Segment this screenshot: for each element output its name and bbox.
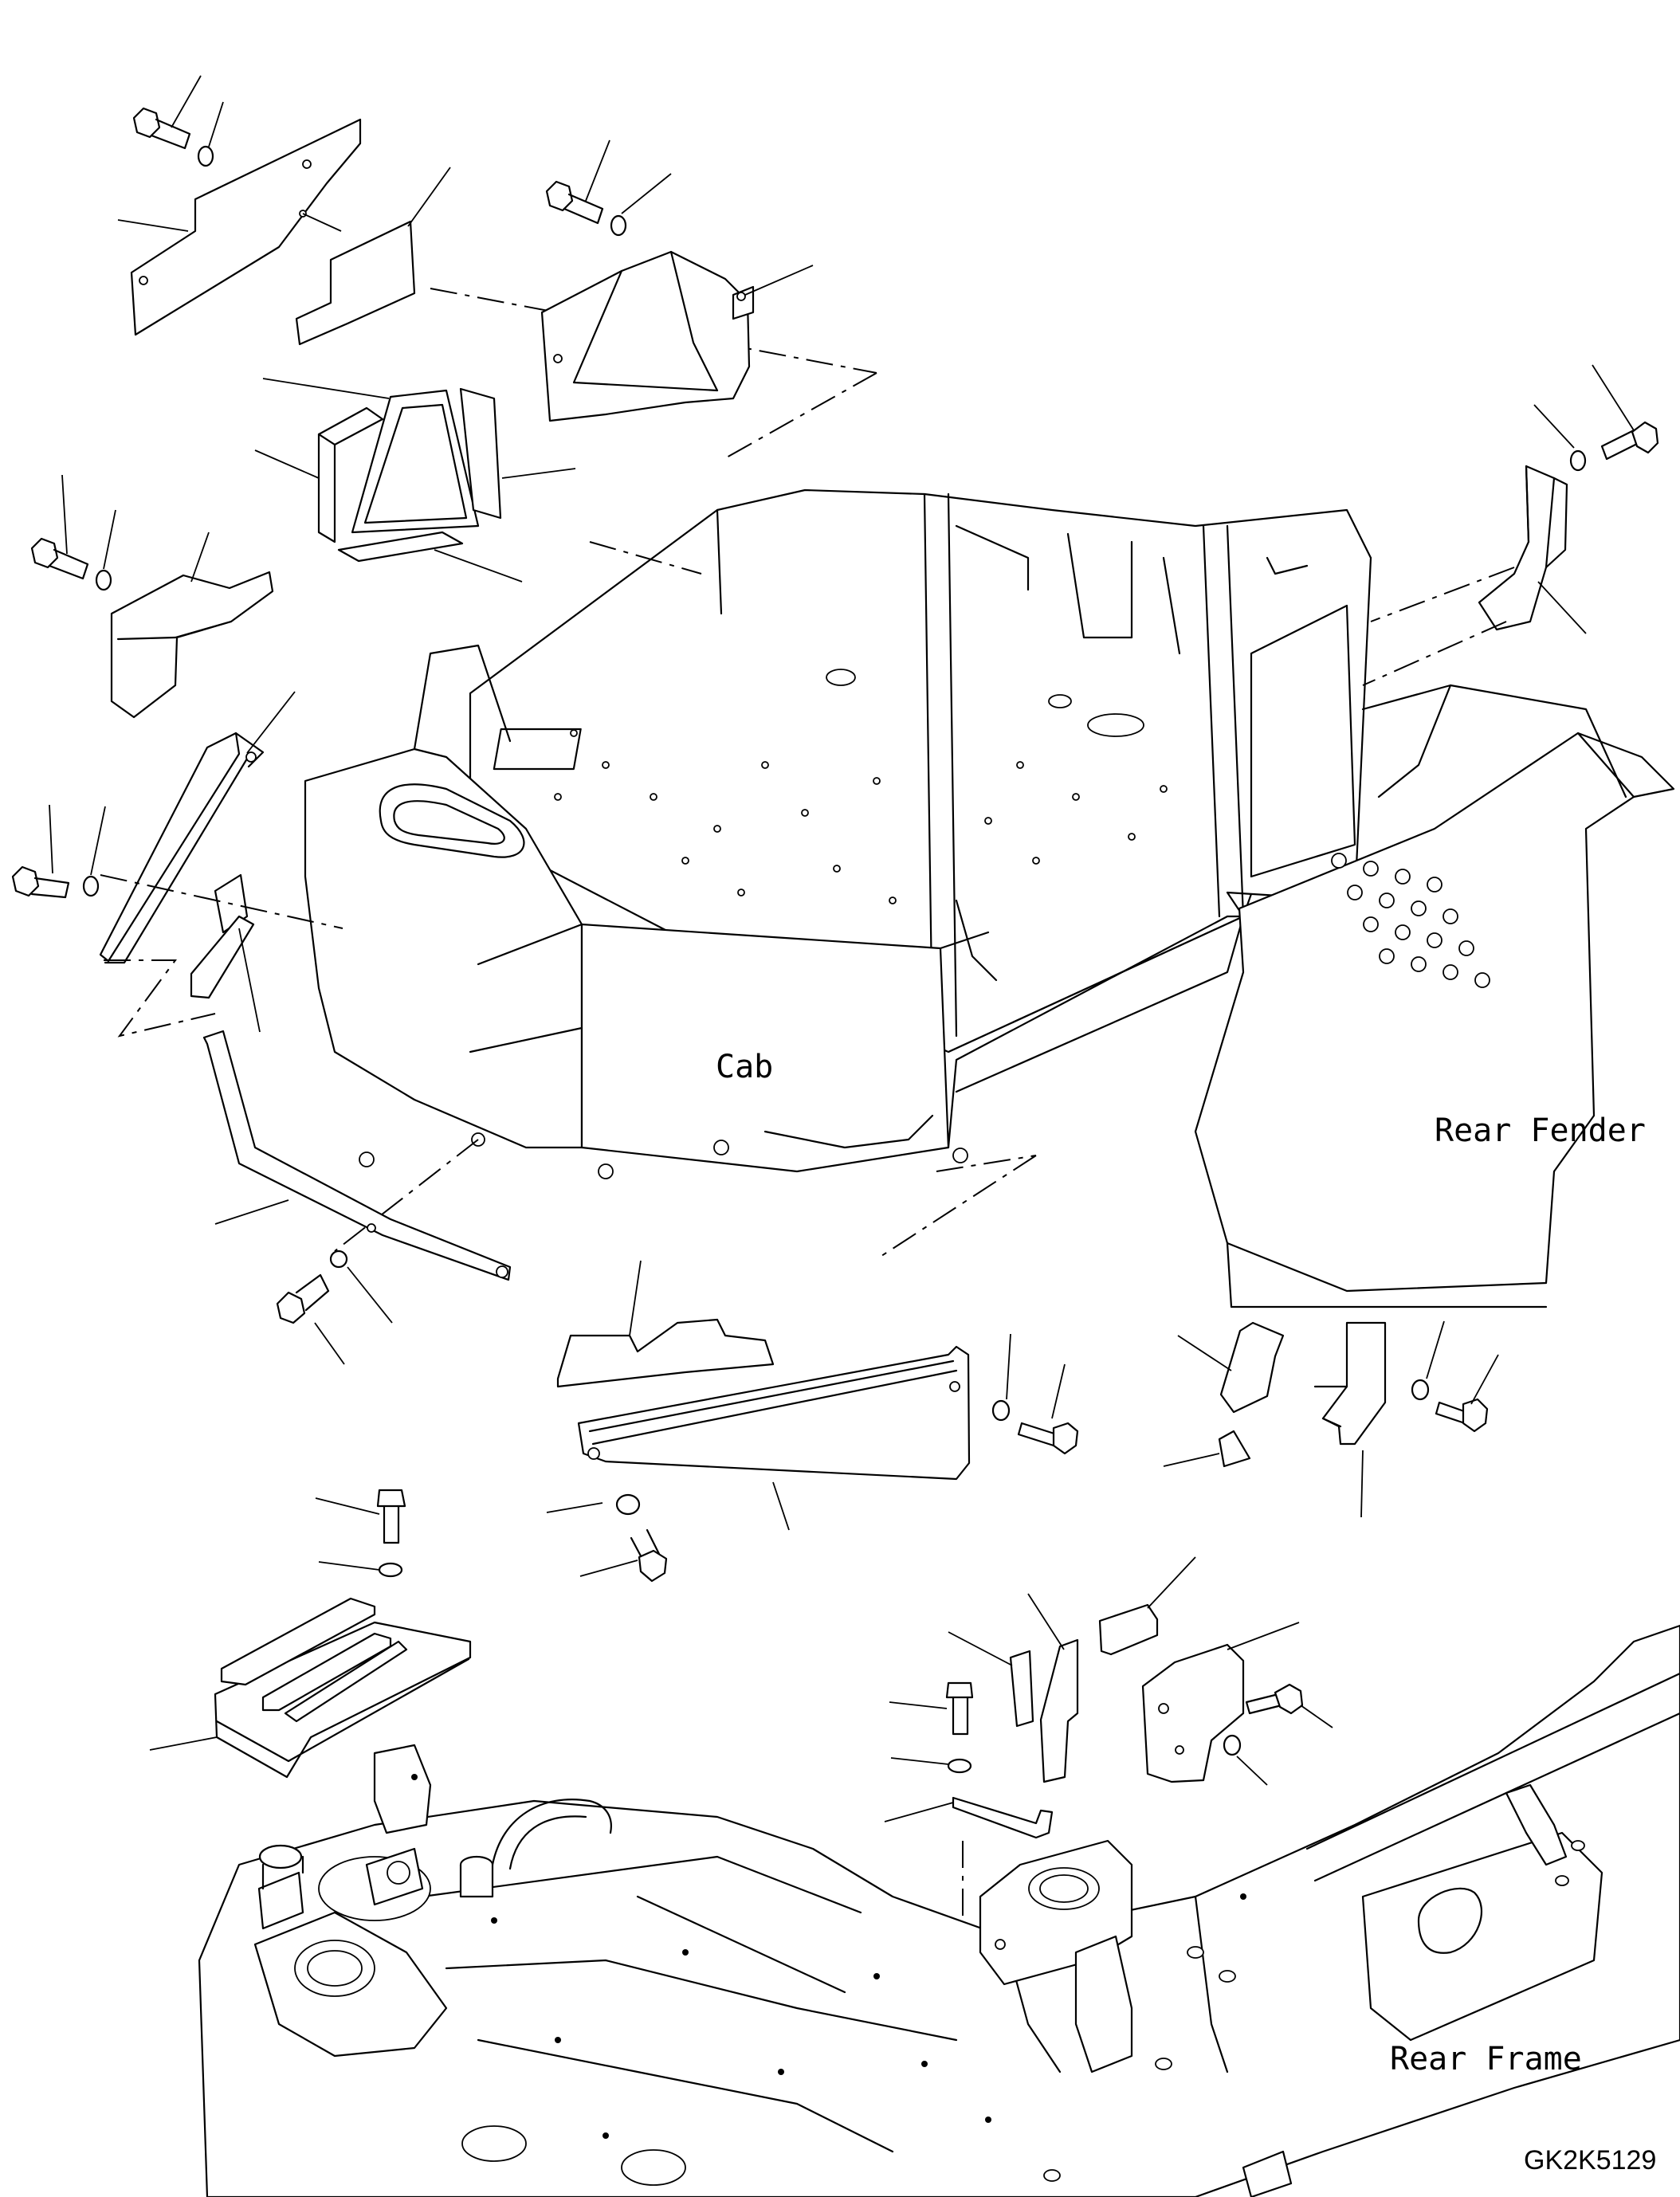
floor-holes [493,669,1168,904]
drawing-number: GK2K5129 [1524,2145,1656,2175]
bolt-icon [1245,1683,1304,1715]
right-small-parts [1163,1320,1499,1518]
pivot-block [979,1839,1133,2073]
top-left-parts [11,75,1037,1260]
washer-icon [991,1399,1011,1422]
washer-icon [378,1562,403,1578]
cab-label: Cab [716,1049,773,1085]
bottom-left-parts [149,1489,472,1779]
rear-fender: Rear Fender [1194,684,1675,1308]
washer-icon [1569,449,1587,472]
washer-icon [329,1250,348,1269]
rear-frame: Rear Frame [198,1624,1680,2197]
turret [253,1844,448,2058]
washer-icon [610,214,627,237]
duct-cover [540,139,814,422]
bolt-icon [276,1273,330,1324]
right-bracket [1362,364,1659,686]
cab-assembly: Cab [304,488,1372,1179]
cover-plate [130,118,362,336]
bolt-icon [630,1528,668,1583]
washer-icon [1411,1379,1430,1401]
washer-icon [197,145,214,167]
mid-lower-parts [202,1030,1079,1583]
bolt-icon [945,1681,974,1736]
bolt-icon [1017,1422,1079,1455]
fender-holes [1331,853,1490,988]
rear-frame-label: Rear Frame [1390,2041,1582,2077]
washer-icon [1223,1734,1242,1756]
rear-fender-label: Rear Fender [1435,1112,1646,1149]
bolt-icon [545,180,604,225]
bolt-icon [11,865,70,899]
bolt-icon [132,107,191,150]
bolt-icon [376,1489,406,1544]
bolt-icon [1600,421,1659,461]
washer-icon [82,875,100,897]
bolt-icon [30,537,89,580]
washer-icon [615,1493,641,1516]
washer-icon [947,1758,972,1774]
washer-icon [95,569,112,591]
bolt-icon [1435,1398,1489,1433]
bottom-right-small-parts [884,1556,1333,2040]
